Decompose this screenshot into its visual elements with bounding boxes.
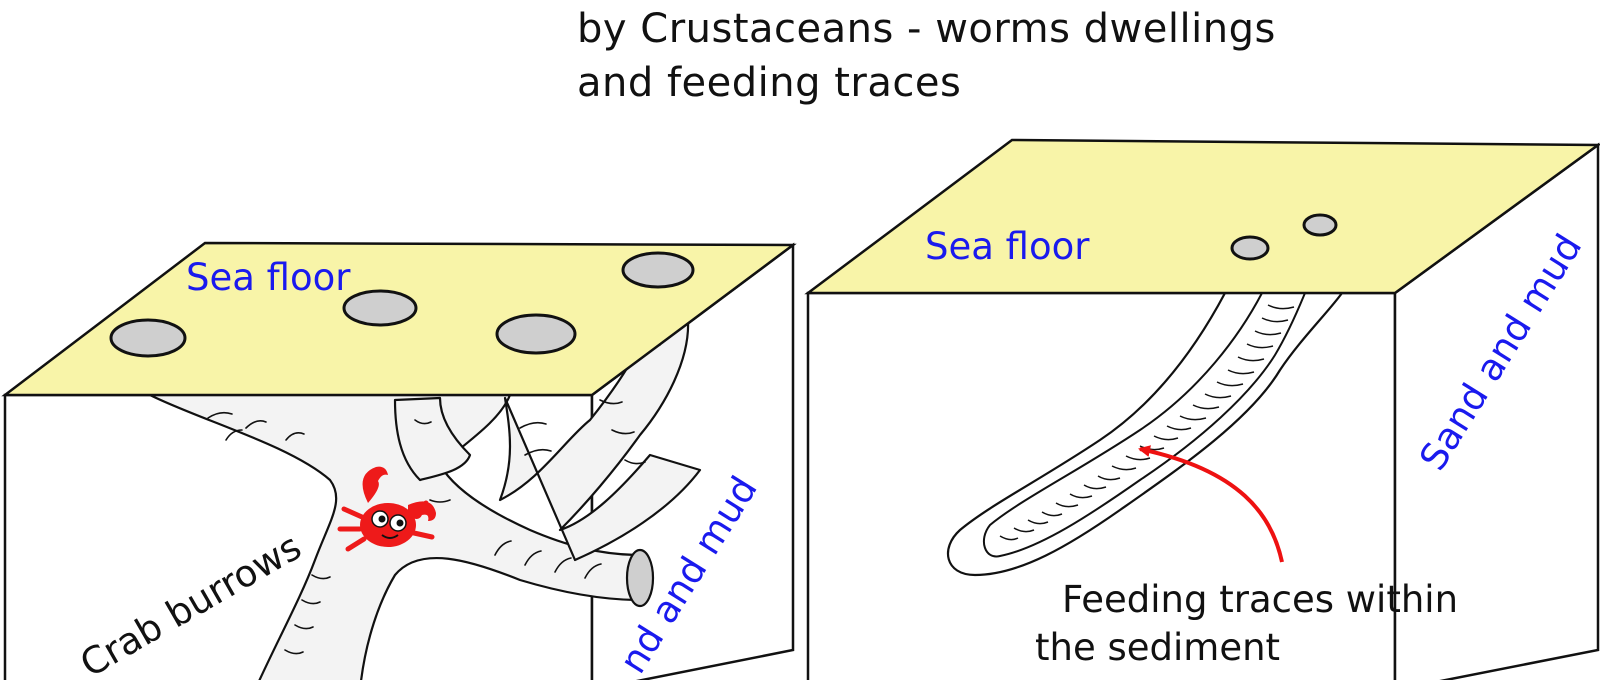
right-burrow-holes: [1230, 213, 1338, 261]
left-burrow-holes: [109, 251, 695, 358]
feeding-trace-label-line-2: the sediment: [1035, 626, 1280, 669]
right-block: Sea floor Sand and mud Feeding traces wi…: [804, 138, 1600, 680]
burrow-hole: [1302, 213, 1338, 237]
burrow-scratch-marks: [207, 344, 661, 655]
burrow-tube-opening: [625, 548, 655, 608]
diagram-title: by Crustaceans - worms dwellings and fee…: [577, 6, 1276, 106]
burrow-hole: [495, 313, 577, 355]
burrow-hole: [109, 318, 187, 358]
crab-icon: [337, 466, 436, 552]
burrow-branch-center: [393, 396, 472, 482]
burrow-hole: [342, 289, 418, 327]
feeding-trace-label-line-1: Feeding traces within: [1062, 578, 1458, 621]
right-sea-floor-surface: [804, 138, 1600, 295]
feeding-trace-inner: [982, 292, 1307, 558]
burrow-branch-right: [498, 318, 702, 562]
title-line-2: and feeding traces: [577, 60, 961, 106]
left-block: Sea floor nd and mud Crab burrows: [1, 241, 797, 680]
burrow-hole: [621, 251, 695, 289]
left-sea-floor-label: Sea floor: [186, 256, 351, 299]
right-sea-floor-label: Sea floor: [925, 225, 1090, 268]
feeding-trace-burrow: [946, 291, 1345, 577]
title-line-1: by Crustaceans - worms dwellings: [577, 6, 1276, 52]
feeding-trace-arrow: [1138, 445, 1284, 563]
burrow-hole: [1230, 235, 1270, 261]
